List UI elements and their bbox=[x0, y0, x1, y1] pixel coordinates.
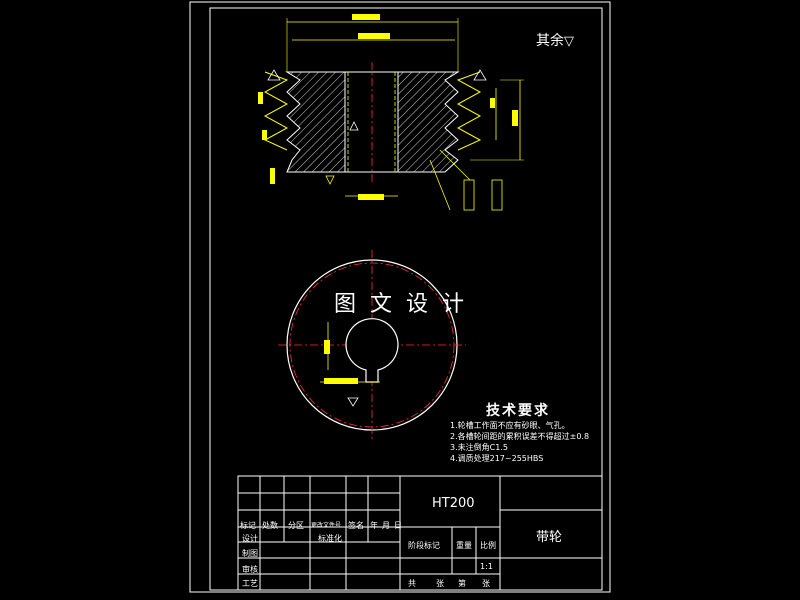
watermark: 图文设计 bbox=[334, 292, 479, 317]
groove-right bbox=[456, 71, 482, 151]
tb-standardize: 标准化 bbox=[318, 534, 342, 543]
roughness-symbol-icon: ▽ bbox=[564, 34, 574, 49]
tb-row-label: 设计 bbox=[242, 534, 258, 543]
title-block bbox=[237, 475, 603, 591]
section-right bbox=[397, 71, 460, 173]
requirement-item: 1.轮槽工作面不应有砂眼、气孔。 bbox=[450, 421, 570, 430]
tb-weight: 重量 bbox=[456, 541, 472, 550]
tb-stage-mark: 阶段标记 bbox=[408, 541, 440, 550]
bore-keyway bbox=[345, 318, 399, 383]
tolerance-frame-1 bbox=[463, 179, 475, 211]
tb-row-label: 审核 bbox=[242, 565, 258, 574]
tb-header: 年 bbox=[370, 521, 378, 530]
pulley-section-view bbox=[258, 14, 524, 211]
outer-frame bbox=[189, 1, 611, 593]
bore bbox=[344, 71, 399, 173]
drawing-title: 带轮 bbox=[536, 530, 563, 545]
section-left bbox=[285, 71, 346, 173]
tb-header: 标记 bbox=[240, 521, 256, 530]
tb-scale-label: 比例 bbox=[480, 541, 496, 550]
tb-sheet-no: 第 bbox=[458, 579, 466, 588]
tb-header: 更改文件号 bbox=[311, 522, 342, 529]
tb-sheets-total: 共 bbox=[408, 579, 416, 588]
tb-header: 日 bbox=[394, 521, 402, 530]
tb-header: 分区 bbox=[288, 521, 304, 530]
requirement-item: 3.未注倒角C1.5 bbox=[450, 443, 508, 452]
roughness-note: 其余▽ bbox=[536, 33, 574, 49]
tb-header: 月 bbox=[382, 521, 390, 530]
tb-sheet-word2: 张 bbox=[482, 579, 490, 588]
tb-sheet-word: 张 bbox=[436, 579, 444, 588]
tb-row-label: 工艺 bbox=[242, 579, 258, 588]
material-label: HT200 bbox=[432, 496, 475, 511]
requirement-item: 2.各槽轮间距的累积误差不得超过±0.8 bbox=[450, 432, 590, 441]
requirements-title: 技术要求 bbox=[486, 403, 550, 419]
tb-header: 签名 bbox=[348, 521, 364, 530]
tb-scale-value: 1:1 bbox=[480, 562, 493, 571]
tolerance-frame-2 bbox=[491, 179, 503, 211]
tb-row-label: 制图 bbox=[242, 549, 258, 558]
groove-left bbox=[263, 71, 289, 151]
pulley-front-view bbox=[278, 250, 466, 440]
requirement-item: 4.调质处理217~255HBS bbox=[450, 454, 544, 463]
tb-header: 处数 bbox=[262, 521, 278, 530]
